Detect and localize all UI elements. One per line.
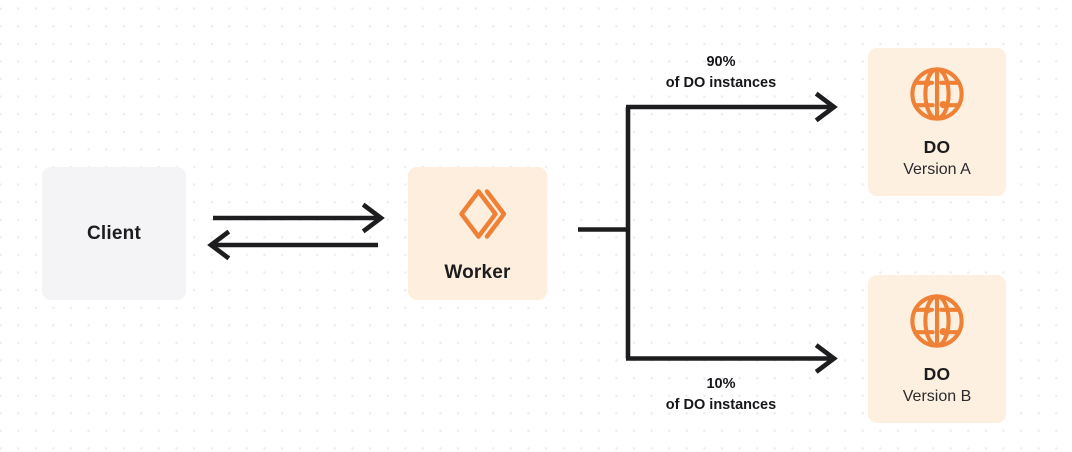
globe-icon	[908, 292, 966, 355]
node-client[interactable]: Client	[42, 167, 186, 300]
node-do-version-b[interactable]: DO Version B	[868, 275, 1006, 423]
edge-label-10-percent: 10% of DO instances	[625, 374, 817, 415]
node-worker-label: Worker	[444, 262, 511, 284]
node-do-version-a-label: DO	[923, 136, 951, 157]
node-worker[interactable]: Worker	[408, 167, 547, 300]
arrow-worker-to-do-a	[626, 91, 838, 123]
branch-trunk	[578, 107, 631, 359]
node-do-version-b-label: DO	[923, 363, 951, 384]
arrow-worker-to-client	[207, 229, 378, 261]
edge-label-90-percent: 90% of DO instances	[625, 52, 817, 93]
node-do-version-b-sublabel: Version B	[902, 387, 972, 405]
arrow-worker-to-do-b	[626, 343, 838, 374]
globe-icon	[908, 65, 966, 128]
edge-label-10-percent-value: 10%	[706, 376, 736, 392]
edge-label-90-percent-value: 90%	[706, 54, 736, 70]
node-client-label: Client	[87, 222, 141, 244]
edge-label-10-percent-caption: of DO instances	[665, 396, 777, 413]
node-do-version-a[interactable]: DO Version A	[868, 48, 1006, 196]
node-do-version-a-sublabel: Version A	[903, 160, 971, 178]
edge-label-90-percent-caption: of DO instances	[665, 74, 777, 91]
cloudflare-workers-logo-icon	[447, 183, 509, 250]
arrow-client-to-worker	[213, 202, 385, 234]
